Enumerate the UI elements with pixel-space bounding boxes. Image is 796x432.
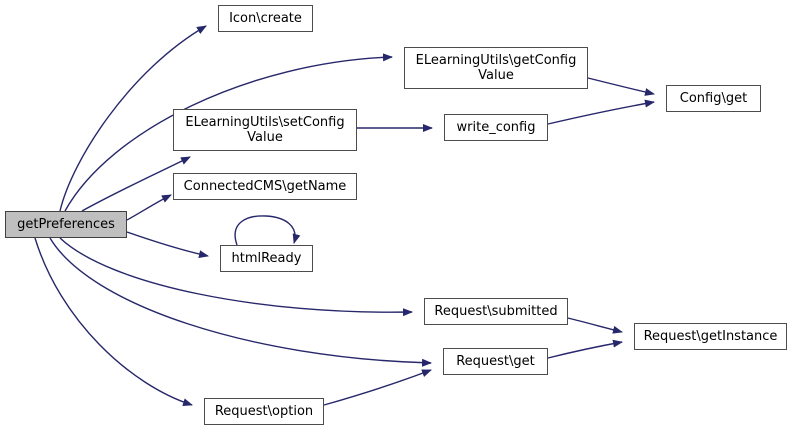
graph-node-configGet[interactable]: Config\get: [666, 85, 761, 112]
graph-node-label: Request\get: [456, 354, 535, 369]
graph-node-label: write_config: [456, 120, 536, 135]
graph-node-requestSubmitted[interactable]: Request\submitted: [424, 298, 568, 325]
graph-edge-getPreferences-to-htmlReady: [126, 231, 209, 259]
graph-edge-writeConfig-to-configGet: [547, 99, 655, 125]
graph-node-getConfigValue[interactable]: ELearningUtils\getConfig Value: [404, 47, 588, 89]
graph-node-label: Config\get: [679, 91, 748, 106]
graph-edge-getPreferences-to-requestOption: [34, 237, 193, 407]
graph-node-requestGetInstance[interactable]: Request\getInstance: [634, 323, 787, 350]
graph-node-writeConfig[interactable]: write_config: [444, 114, 548, 141]
graph-edge-getPreferences-to-getConfigValue: [64, 53, 393, 212]
graph-edge-getPreferences-to-setConfigValue: [81, 156, 191, 212]
graph-node-getPreferences[interactable]: getPreferences: [5, 211, 127, 238]
graph-edge-htmlReady-to-htmlReady: [234, 215, 301, 246]
graph-node-label: Icon\create: [229, 11, 302, 26]
graph-edge-requestOption-to-requestGet: [323, 369, 432, 406]
graph-node-label: htmlReady: [231, 251, 302, 266]
graph-node-requestOption[interactable]: Request\option: [204, 398, 324, 425]
graph-node-label: Request\submitted: [434, 304, 558, 319]
graph-node-label: ELearningUtils\setConfig Value: [185, 115, 345, 145]
graph-node-label: Request\getInstance: [643, 329, 778, 344]
graph-node-getName[interactable]: ConnectedCMS\getName: [173, 173, 357, 200]
graph-node-label: getPreferences: [17, 217, 115, 232]
graph-edge-requestGet-to-requestGetInstance: [547, 339, 623, 359]
graph-node-label: ELearningUtils\getConfig Value: [415, 53, 577, 83]
graph-edge-requestSubmitted-to-requestGetInstance: [567, 317, 623, 334]
graph-edge-getPreferences-to-getName: [126, 194, 172, 221]
graph-node-setConfigValue[interactable]: ELearningUtils\setConfig Value: [173, 109, 357, 151]
graph-edge-getPreferences-to-iconCreate: [59, 25, 207, 212]
graph-node-iconCreate[interactable]: Icon\create: [218, 5, 313, 32]
graph-edge-getPreferences-to-requestSubmitted: [59, 237, 413, 317]
graph-node-requestGet[interactable]: Request\get: [443, 348, 548, 375]
graph-node-label: Request\option: [214, 404, 314, 419]
graph-edge-getConfigValue-to-configGet: [587, 77, 655, 96]
graph-node-htmlReady[interactable]: htmlReady: [220, 245, 313, 272]
graph-edge-getPreferences-to-requestGet: [49, 237, 432, 367]
graph-node-label: ConnectedCMS\getName: [183, 179, 347, 194]
graph-edges: [34, 25, 655, 407]
